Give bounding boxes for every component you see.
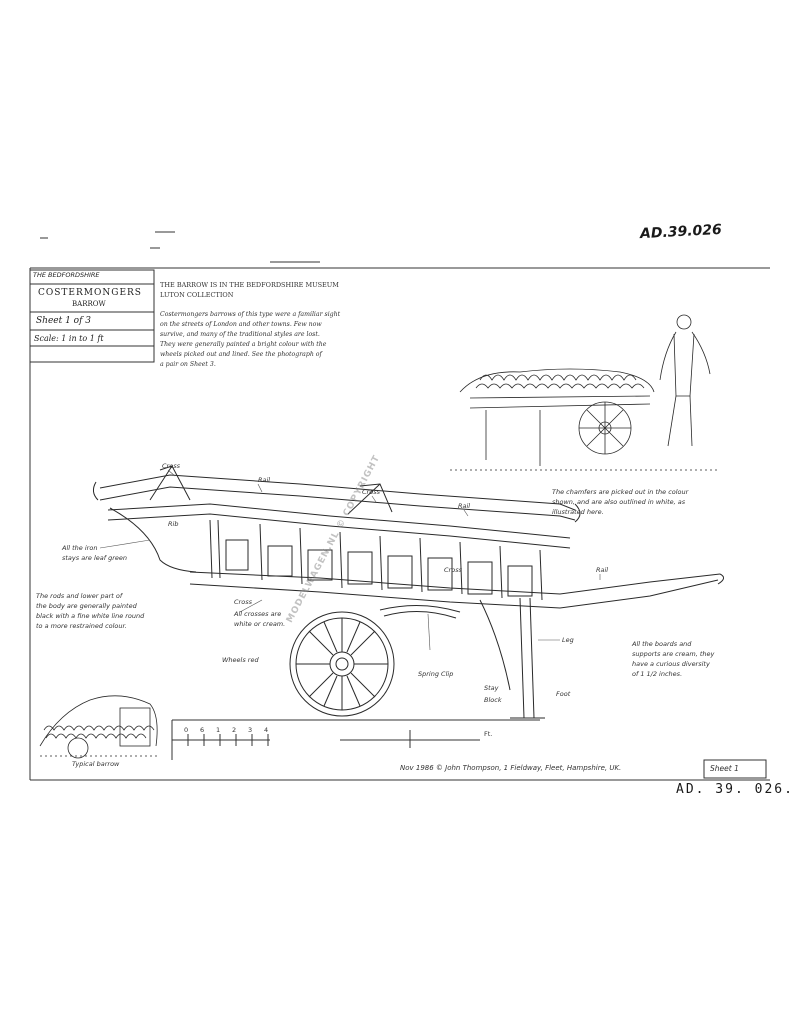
notes-body-line: survive, and many of the traditional sty… [160,331,320,338]
cross-note-line: white or cream. [234,620,286,628]
notes-body-line: Costermongers barrows of this type were … [160,311,341,318]
iron-stays-note-line: stays are leaf green [62,554,127,562]
label-leg: Leg [562,636,574,644]
scale-tick: 1 [216,726,221,734]
rods-note-line: the body are generally painted [36,602,137,610]
scale-tick: 3 [248,726,253,734]
label-cross-lower: Cross [444,566,462,574]
notes-body-line: a pair on Sheet 3. [160,361,216,368]
scale-tick: 2 [232,726,237,734]
scale-unit: Ft. [484,730,493,738]
drawing-frame [29,231,770,781]
footer-credit: Nov 1986 © John Thompson, 1 Fieldway, Fl… [400,764,622,772]
title-block-header: THE BEDFORDSHIRE [33,271,100,279]
label-rail-mid: Rail [458,502,471,510]
boards-note-line: All the boards and [632,640,692,648]
photo-caption: Typical barrow [72,760,120,768]
boards-note-line: of 1 1/2 inches. [632,670,683,678]
footer-sheet-box [703,759,767,779]
iron-stays-note-line: All the iron [62,544,98,552]
title-block-subtitle: BARROW [72,300,106,308]
notes-body-line: on the streets of London and other towns… [160,321,322,328]
footer-sheet-tag: Sheet 1 [710,764,739,773]
photo-sketch-barrow [450,314,720,471]
boards-note-line: have a curious diversity [632,660,710,668]
wheel [289,611,395,717]
title-block-scale: Scale: 1 in to 1 ft [34,334,104,343]
notes-heading-1: THE BARROW IS IN THE BEDFORDSHIRE MUSEUM [160,281,339,289]
label-foot: Foot [556,690,571,698]
label-rail-top: Rail [258,476,271,484]
cross-note-line: All crosses are [234,610,282,618]
wheels-note: Wheels red [222,656,259,664]
scale-tick: 4 [264,726,269,734]
label-rib: Rib [168,520,179,528]
scale-tick: 6 [200,726,205,734]
notes-body-line: wheels picked out and lined. See the pho… [160,351,322,358]
photo-sketch-street [39,695,160,759]
chamfers-note-line: shown, and are also outlined in white, a… [552,498,686,506]
label-cross-top: Cross [162,462,180,470]
ref-number-stamped: AD. 39. 026. [676,782,794,797]
boards-note-line: supports are cream, they [632,650,715,658]
chamfers-note-line: The chamfers are picked out in the colou… [552,488,689,496]
label-spring: Spring Clip [418,670,454,678]
title-block-title: COSTERMONGERS [38,288,142,298]
label-block: Block [484,696,502,704]
rods-note-line: to a more restrained colour. [36,622,127,630]
scale-bar-graphic [171,719,540,760]
barrow-body [92,465,724,719]
notes-heading-2: LUTON COLLECTION [160,291,234,299]
label-stay: Stay [484,684,499,692]
rods-note-line: black with a fine white line round [36,612,145,620]
leader-lines [99,469,601,651]
title-block-sheet: Sheet 1 of 3 [36,316,92,326]
label-cross-left: Cross [234,598,252,606]
label-rail-lower: Rail [596,566,609,574]
rods-note-line: The rods and lower part of [36,592,123,600]
notes-body-line: They were generally painted a bright col… [160,341,327,348]
scale-tick: 0 [184,726,189,734]
title-block-outline [29,269,155,363]
label-cross-mid: Cross [362,488,380,496]
chamfers-note-line: illustrated here. [552,508,604,516]
